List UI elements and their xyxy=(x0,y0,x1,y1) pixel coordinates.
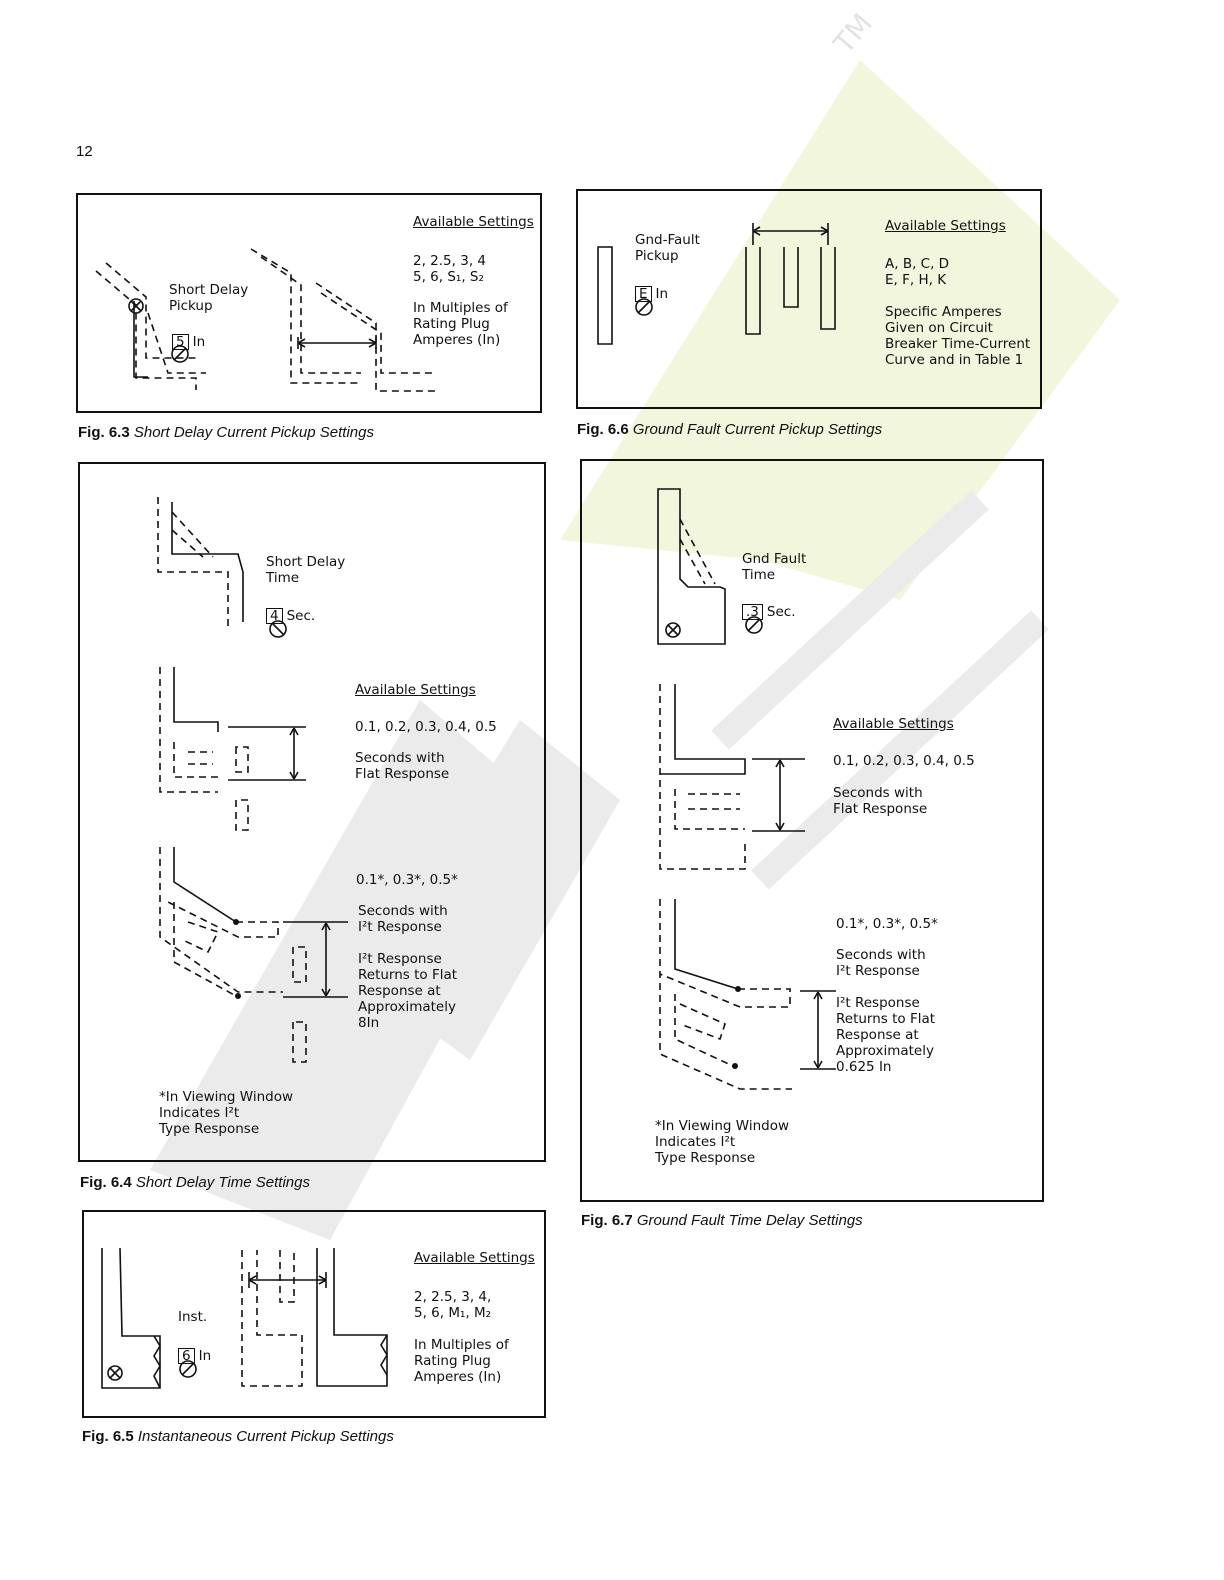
fig-6-5-dial-unit: In xyxy=(198,1348,212,1364)
page-number: 12 xyxy=(76,143,93,160)
fig-6-7-dial-value: .3 xyxy=(742,604,763,620)
fig-6-3-caption: Fig. 6.3 Short Delay Current Pickup Sett… xyxy=(78,424,374,441)
fig-6-3-dial-value: 5 xyxy=(172,334,189,350)
fig-6-7-flat-note: Seconds with Flat Response xyxy=(833,785,928,817)
fig-6-3-dial-unit: In xyxy=(192,334,206,350)
fig-6-4-flat-note: Seconds with Flat Response xyxy=(355,750,450,782)
fig-6-4-label: Short Delay Time xyxy=(266,554,346,586)
fig-6-5-caption-title: Instantaneous Current Pickup Settings xyxy=(137,1428,394,1445)
watermark-tm: TM xyxy=(827,7,879,61)
fig-6-4-i2t-return: I²t Response Returns to Flat Response at… xyxy=(358,951,458,1031)
screwdriver-slot-icon xyxy=(745,616,763,634)
screwdriver-slot-icon xyxy=(171,345,189,363)
fig-6-7-available-heading: Available Settings xyxy=(833,716,954,732)
fig-6-3-box xyxy=(76,193,542,413)
fig-6-6-note: Specific Amperes Given on Circuit Breake… xyxy=(885,304,1031,368)
fig-6-6-drawing xyxy=(597,223,836,345)
fig-6-5-box xyxy=(82,1210,546,1418)
fig-6-6-caption-title: Ground Fault Current Pickup Settings xyxy=(632,421,883,438)
fig-6-3-available-heading: Available Settings xyxy=(413,214,534,230)
fig-6-4-i2t-settings: 0.1*, 0.3*, 0.5* xyxy=(356,872,458,888)
fig-6-6-box xyxy=(576,189,1042,409)
fig-6-5-available-heading: Available Settings xyxy=(414,1250,535,1266)
fig-6-5-note: In Multiples of Rating Plug Amperes (In) xyxy=(414,1337,509,1385)
fig-6-3-label: Short Delay Pickup xyxy=(169,282,249,314)
fig-6-7-dial-unit: Sec. xyxy=(766,604,796,620)
fig-6-7-i2t-note: Seconds with I²t Response xyxy=(836,947,926,979)
fig-6-5-caption: Fig. 6.5 Instantaneous Current Pickup Se… xyxy=(82,1428,394,1445)
fig-6-5-dial-value: 6 xyxy=(178,1348,195,1364)
screwdriver-slot-icon xyxy=(269,620,287,638)
fig-6-6-label: Gnd-Fault Pickup xyxy=(635,232,700,264)
fig-6-4-box xyxy=(78,462,546,1162)
fig-6-5-label: Inst. xyxy=(178,1309,208,1325)
fig-6-7-label: Gnd Fault Time xyxy=(742,551,807,583)
screwdriver-slot-icon xyxy=(635,298,653,316)
fig-6-7-i2t-return: I²t Response Returns to Flat Response at… xyxy=(836,995,936,1075)
fig-6-7-caption-title: Ground Fault Time Delay Settings xyxy=(636,1212,863,1229)
fig-6-7-caption: Fig. 6.7 Ground Fault Time Delay Setting… xyxy=(581,1212,863,1229)
fig-6-4-flat-settings: 0.1, 0.2, 0.3, 0.4, 0.5 xyxy=(355,719,497,735)
fig-6-4-available-heading: Available Settings xyxy=(355,682,476,698)
fig-6-6-available-heading: Available Settings xyxy=(885,218,1006,234)
fig-6-7-box xyxy=(580,459,1044,1202)
fig-6-6-settings: A, B, C, D E, F, H, K xyxy=(885,256,950,288)
fig-6-3-note: In Multiples of Rating Plug Amperes (In) xyxy=(413,300,508,348)
fig-6-3-caption-num: Fig. 6.3 xyxy=(78,424,130,441)
fig-6-4-drawing xyxy=(157,497,348,1063)
fig-6-4-caption-num: Fig. 6.4 xyxy=(80,1174,132,1191)
fig-6-4-i2t-note: Seconds with I²t Response xyxy=(358,903,448,935)
fig-6-6-caption: Fig. 6.6 Ground Fault Current Pickup Set… xyxy=(577,421,882,438)
fig-6-5-caption-num: Fig. 6.5 xyxy=(82,1428,134,1445)
fig-6-5-settings: 2, 2.5, 3, 4, 5, 6, M₁, M₂ xyxy=(414,1289,492,1321)
fig-6-4-dial-unit: Sec. xyxy=(286,608,316,624)
fig-6-7-i2t-settings: 0.1*, 0.3*, 0.5* xyxy=(836,916,938,932)
fig-6-6-dial-unit: In xyxy=(655,286,669,302)
fig-6-7-caption-num: Fig. 6.7 xyxy=(581,1212,633,1229)
fig-6-6-dial-value: E xyxy=(635,286,652,302)
fig-6-6-caption-num: Fig. 6.6 xyxy=(577,421,629,438)
fig-6-5-drawing xyxy=(101,1247,388,1389)
fig-6-3-drawing xyxy=(95,248,436,392)
fig-6-4-footnote: *In Viewing Window Indicates I²t Type Re… xyxy=(159,1089,294,1137)
fig-6-7-footnote: *In Viewing Window Indicates I²t Type Re… xyxy=(655,1118,790,1166)
fig-6-3-settings: 2, 2.5, 3, 4 5, 6, S₁, S₂ xyxy=(413,253,486,285)
fig-6-3-caption-title: Short Delay Current Pickup Settings xyxy=(133,424,374,441)
fig-6-7-flat-settings: 0.1, 0.2, 0.3, 0.4, 0.5 xyxy=(833,753,975,769)
fig-6-4-caption: Fig. 6.4 Short Delay Time Settings xyxy=(80,1174,310,1191)
fig-6-4-dial-value: 4 xyxy=(266,608,283,624)
fig-6-7-drawing xyxy=(657,488,836,1090)
screwdriver-slot-icon xyxy=(179,1360,197,1378)
fig-6-4-caption-title: Short Delay Time Settings xyxy=(135,1174,310,1191)
